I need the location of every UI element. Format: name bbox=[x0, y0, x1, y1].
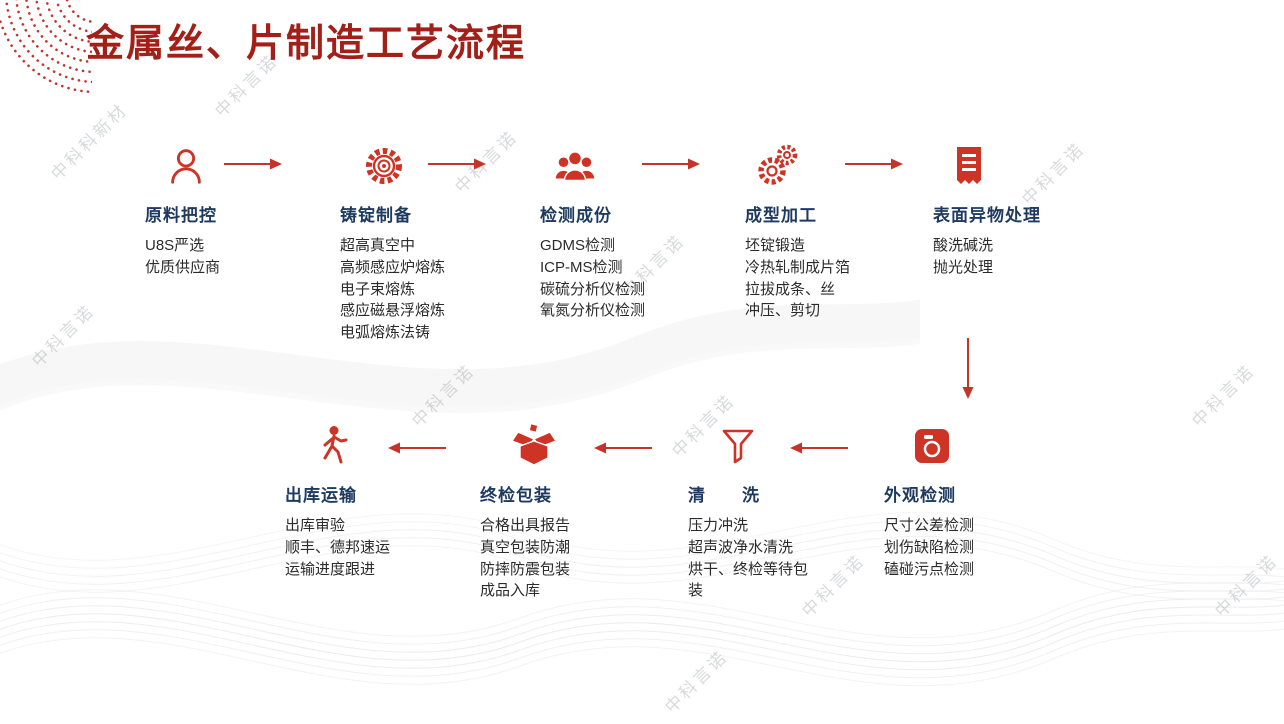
step-item: 感应磁悬浮熔炼 bbox=[340, 302, 446, 320]
flow-arrow-left-3 bbox=[788, 442, 848, 454]
flow-arrow-right-2 bbox=[428, 158, 486, 170]
watermark: 中科言诺 bbox=[661, 646, 732, 717]
step-title: 表面异物处理 bbox=[933, 206, 1041, 225]
step-item: 合格出具报告 bbox=[480, 517, 571, 534]
step-item: 超声波净水清洗 bbox=[688, 538, 794, 556]
step-item: 烘干、终检等待包装 bbox=[688, 560, 809, 600]
flow-arrow-left-1 bbox=[386, 442, 446, 454]
step-item: 压力冲洗 bbox=[688, 517, 749, 534]
flow-arrow-down bbox=[962, 338, 974, 400]
step-raw-material-control: 原料把控 U8S严选 优质供应商 bbox=[145, 138, 323, 279]
step-ingot-preparation: 铸锭制备 超高真空中 高频感应炉熔炼 电子束熔炼 感应磁悬浮熔炼 电弧熔炼法铸 bbox=[340, 138, 518, 344]
watermark: 中科科新材 bbox=[47, 99, 132, 184]
double-gear-icon bbox=[755, 138, 923, 188]
person-icon bbox=[165, 138, 323, 188]
watermark: 中科言诺 bbox=[1188, 360, 1259, 431]
step-item: 运输进度跟进 bbox=[285, 560, 376, 578]
step-item: 超高真空中 bbox=[340, 237, 416, 254]
camera-badge-icon bbox=[910, 424, 1062, 468]
step-outbound-transport: 出库运输 出库审验 顺丰、德邦速运 运输进度跟进 bbox=[285, 424, 463, 580]
step-item: 电子束熔炼 bbox=[340, 280, 416, 298]
dotted-fan-decoration bbox=[0, 0, 92, 94]
watermark: 中科言诺 bbox=[1211, 550, 1282, 621]
watermark: 中科言诺 bbox=[28, 300, 99, 371]
step-item: 高频感应炉熔炼 bbox=[340, 258, 446, 276]
watermark: 中科言诺 bbox=[408, 360, 479, 431]
receipt-icon bbox=[949, 138, 1111, 188]
step-title: 终检包装 bbox=[480, 486, 552, 505]
step-item: 坯锭锻造 bbox=[745, 237, 806, 254]
step-item: 优质供应商 bbox=[145, 258, 221, 276]
open-box-icon bbox=[510, 424, 658, 468]
flow-arrow-right-4 bbox=[845, 158, 903, 170]
step-item: 氧氮分析仪检测 bbox=[540, 302, 646, 320]
step-item: ICP-MS检测 bbox=[540, 258, 623, 276]
team-icon bbox=[552, 138, 718, 188]
flow-arrow-left-2 bbox=[592, 442, 652, 454]
step-item: 碳硫分析仪检测 bbox=[540, 280, 646, 298]
gear-icon bbox=[362, 138, 518, 188]
step-item: 成品入库 bbox=[480, 582, 541, 600]
step-title: 铸锭制备 bbox=[340, 206, 412, 225]
step-surface-treatment: 表面异物处理 酸洗碱洗 抛光处理 bbox=[933, 138, 1111, 279]
funnel-icon bbox=[716, 424, 822, 468]
step-final-inspection-packaging: 终检包装 合格出具报告 真空包装防潮 防摔防震包装 成品入库 bbox=[480, 424, 658, 602]
step-title: 检测成份 bbox=[540, 206, 612, 225]
walking-person-icon bbox=[313, 424, 463, 468]
step-item: 划伤缺陷检测 bbox=[884, 538, 975, 556]
step-cleaning: 清 洗 压力冲洗 超声波净水清洗 烘干、终检等待包装 bbox=[688, 424, 822, 602]
step-item: U8S严选 bbox=[145, 237, 205, 254]
flow-arrow-right-3 bbox=[642, 158, 700, 170]
step-item: 尺寸公差检测 bbox=[884, 517, 975, 534]
step-appearance-inspection: 外观检测 尺寸公差检测 划伤缺陷检测 磕碰污点检测 bbox=[884, 424, 1062, 580]
step-item: 真空包装防潮 bbox=[480, 538, 571, 556]
page-title: 金属丝、片制造工艺流程 bbox=[86, 23, 527, 65]
step-item: 冲压、剪切 bbox=[745, 302, 821, 320]
step-item: 抛光处理 bbox=[933, 258, 994, 276]
step-title: 清 洗 bbox=[688, 486, 760, 505]
step-item: 酸洗碱洗 bbox=[933, 237, 994, 254]
step-item: 拉拔成条、丝 bbox=[745, 280, 836, 298]
step-title: 原料把控 bbox=[145, 206, 217, 225]
step-item: 顺丰、德邦速运 bbox=[285, 538, 391, 556]
step-item: 电弧熔炼法铸 bbox=[340, 324, 431, 341]
step-title: 出库运输 bbox=[285, 486, 357, 505]
step-item: 冷热轧制成片箔 bbox=[745, 258, 851, 276]
step-title: 外观检测 bbox=[884, 486, 956, 505]
step-item: 防摔防震包装 bbox=[480, 560, 571, 578]
step-forming-processing: 成型加工 坯锭锻造 冷热轧制成片箔 拉拔成条、丝 冲压、剪切 bbox=[745, 138, 923, 322]
step-item: 出库审验 bbox=[285, 517, 346, 534]
step-item: 磕碰污点检测 bbox=[884, 560, 975, 578]
step-composition-testing: 检测成份 GDMS检测 ICP-MS检测 碳硫分析仪检测 氧氮分析仪检测 bbox=[540, 138, 718, 322]
step-title: 成型加工 bbox=[745, 206, 817, 225]
step-item: GDMS检测 bbox=[540, 237, 616, 254]
flow-arrow-right-1 bbox=[224, 158, 282, 170]
